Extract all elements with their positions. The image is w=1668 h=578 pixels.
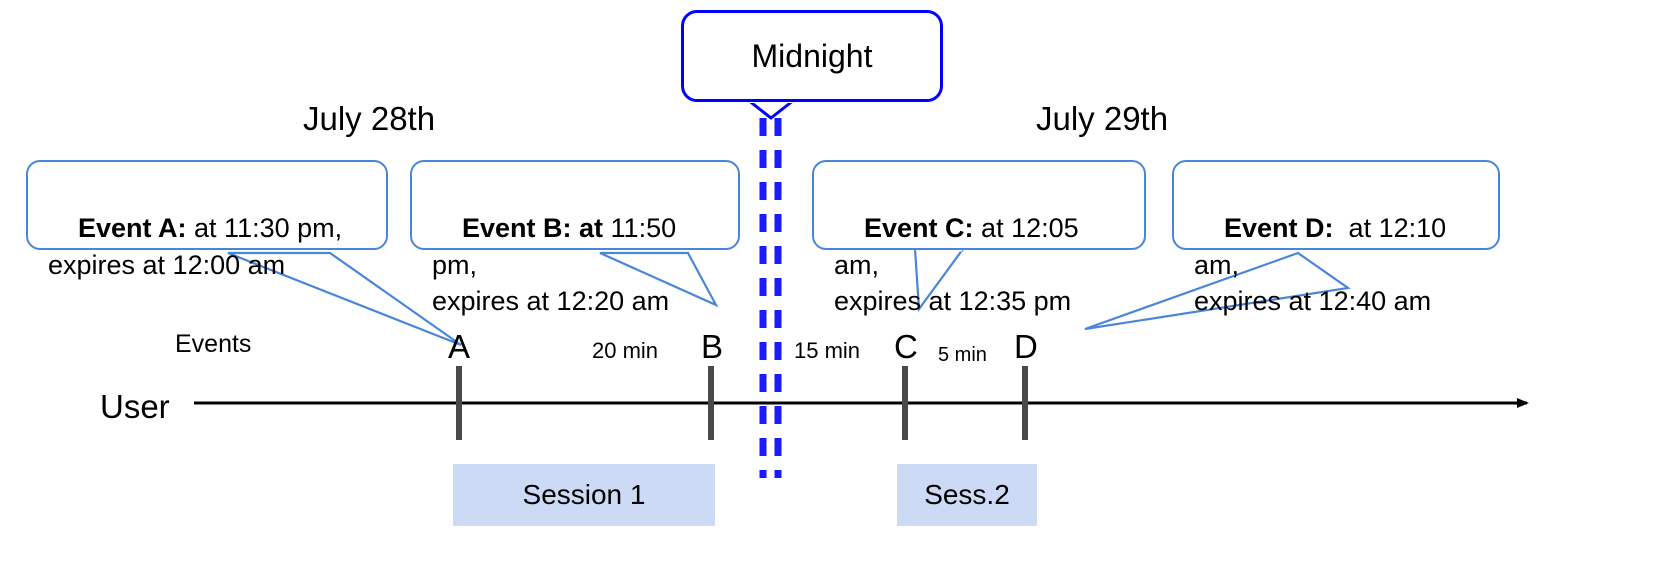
session-block-1: Session 1 [453, 464, 715, 526]
event-marker-label-d: D [1014, 328, 1038, 365]
midnight-callout-tail [747, 98, 795, 120]
callout-event-a-bold: Event A: [78, 213, 187, 244]
callout-event-c: Event C: at 12:05 am, expires at 12:35 pm [812, 160, 1146, 316]
session-block-1-label: Session 1 [522, 479, 646, 510]
callout-event-c-rest: at 12:05 am, [834, 213, 1087, 280]
leader-line-b [599, 251, 719, 308]
callout-event-c-bold: Event C: [864, 213, 974, 244]
duration-label-a-to-b: 20 min [592, 338, 659, 363]
event-marker-label-a: A [448, 328, 471, 365]
user-row-label: User [100, 388, 170, 425]
callout-event-b-rest: 11:50 pm, [432, 213, 684, 280]
callout-event-d: Event D: at 12:10 am, expires at 12:40 am [1172, 160, 1500, 316]
session-block-2: Sess.2 [897, 464, 1037, 526]
callout-event-b-bold: Event B: at [462, 213, 604, 244]
callout-event-d-line2: expires at 12:40 am [1194, 286, 1432, 317]
events-row-label: Events [175, 330, 252, 358]
duration-label-c-to-d: 5 min [938, 344, 987, 366]
session-block-2-label: Sess.2 [924, 479, 1010, 510]
leader-line-c [913, 248, 964, 313]
callout-event-c-line2: expires at 12:35 pm [834, 286, 1072, 317]
duration-label-b-to-c: 15 min [794, 338, 861, 363]
event-marker-label-b: B [701, 328, 724, 365]
callout-event-b-line2: expires at 12:20 am [432, 286, 670, 317]
leader-line-d [1084, 251, 1351, 331]
callout-event-a: Event A: at 11:30 pm, expires at 12:00 am [26, 160, 388, 280]
event-marker-label-c: C [894, 328, 918, 365]
callout-event-a-line2: expires at 12:00 am [48, 249, 286, 280]
date-label-july-28: July 28th [303, 100, 436, 137]
callout-event-a-rest: at 11:30 pm, [186, 213, 343, 244]
midnight-callout: Midnight [681, 10, 943, 102]
leader-line-a [227, 251, 462, 347]
midnight-label: Midnight [751, 37, 873, 74]
callout-event-b: Event B: at 11:50 pm, expires at 12:20 am [410, 160, 740, 316]
callout-event-d-rest: at 12:10 am, [1194, 213, 1454, 280]
callout-event-d-bold: Event D: [1224, 213, 1334, 244]
date-label-july-29: July 29th [1036, 100, 1169, 137]
